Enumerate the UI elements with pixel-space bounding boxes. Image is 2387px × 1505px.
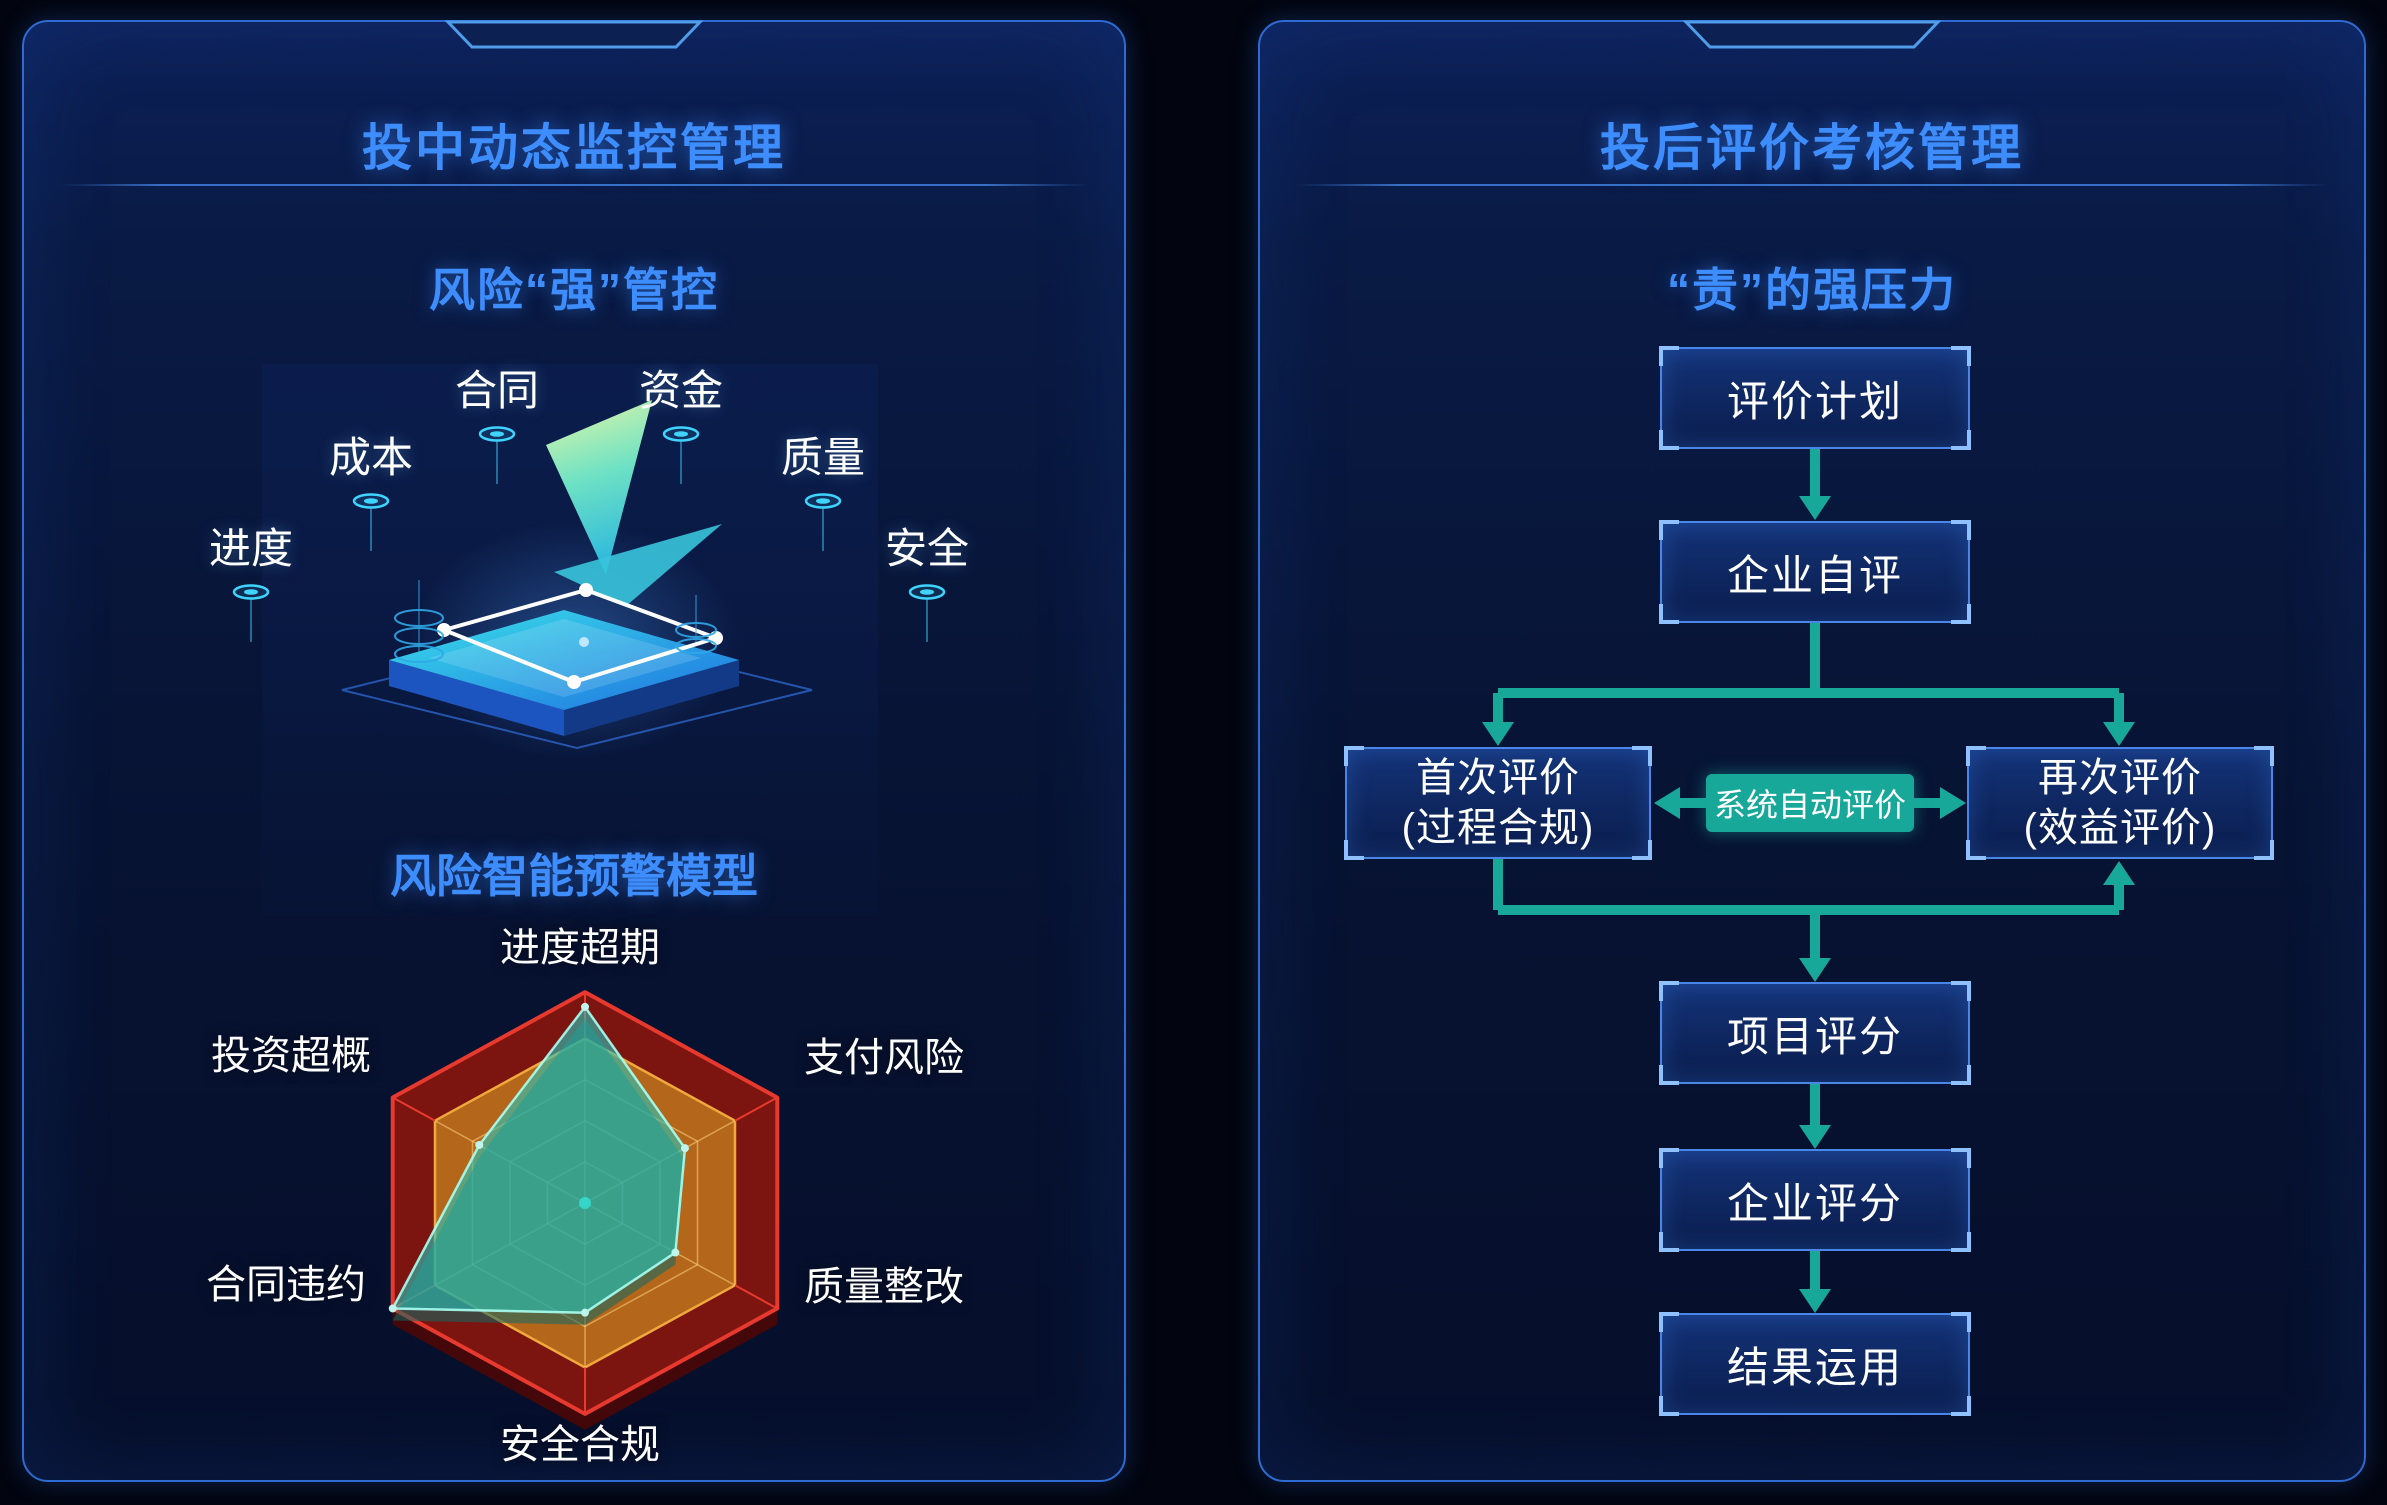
monitor-label: 质量: [780, 434, 865, 481]
monitor-label: 成本: [328, 434, 413, 481]
monitor-item-progress: 进度: [181, 515, 321, 646]
flow-step-evaluation-plan: 评价计划: [1659, 346, 1971, 450]
radar-axis-label: 合同违约: [206, 1263, 366, 1307]
flow-step-label: 企业自评: [1726, 551, 1903, 599]
page-title: 投后评价考核管理: [1600, 120, 2024, 176]
section-subtitle: “责”的强压力: [1667, 264, 1957, 316]
tab-shape-icon: [1682, 20, 1942, 49]
risk-control-illustration: [341, 400, 813, 758]
flow-step-sublabel: (效益评价): [2023, 806, 2217, 850]
flow-step-first-evaluation: 首次评价 (过程合规): [1344, 746, 1652, 860]
node-ring-icon: [478, 426, 516, 484]
right-panel: 投后评价考核管理 “责”的强压力 评价计划 企业自评: [1258, 20, 2366, 1482]
panel-top-tab: [1682, 20, 1942, 55]
radar-axis-label: 进度超期: [500, 926, 660, 970]
risk-radar-chart: [388, 990, 780, 1430]
flow-step-label: 评价计划: [1726, 377, 1903, 425]
monitor-label: 合同: [454, 367, 539, 414]
node-ring-icon: [352, 493, 390, 551]
flow-step-enterprise-score: 企业评分: [1659, 1148, 1971, 1252]
node-ring-icon: [662, 426, 700, 484]
flow-step-result-application: 结果运用: [1659, 1312, 1971, 1416]
auto-evaluation-badge: 系统自动评价: [1706, 774, 1914, 832]
monitor-label: 安全: [884, 525, 969, 572]
page-title: 投中动态监控管理: [362, 120, 786, 176]
radar-chart-area: [325, 953, 845, 1458]
radar-axis-label: 质量整改: [804, 1265, 964, 1309]
flow-step-enterprise-self-evaluation: 企业自评: [1659, 520, 1971, 624]
radar-axis-label: 支付风险: [804, 1036, 964, 1080]
flow-step-project-score: 项目评分: [1659, 981, 1971, 1085]
title-divider: [60, 184, 1088, 186]
monitor-item-cost: 成本: [301, 424, 441, 555]
section-subtitle: 风险“强”管控: [429, 264, 719, 316]
flow-step-label: 结果运用: [1726, 1343, 1903, 1391]
radar-axis-label: 投资超概: [211, 1034, 371, 1078]
panel-top-tab: [444, 20, 704, 55]
monitor-item-safety: 安全: [857, 515, 997, 646]
monitor-label: 进度: [208, 525, 293, 572]
monitor-item-funds: 资金: [611, 357, 751, 488]
flow-step-label: 项目评分: [1726, 1012, 1903, 1060]
flow-arrowheads: [1482, 496, 2135, 1313]
title-divider: [1296, 184, 2328, 186]
tab-shape-icon: [444, 20, 704, 49]
node-ring-icon: [804, 493, 842, 551]
monitor-label: 资金: [638, 367, 723, 414]
flow-step-label: 首次评价: [1416, 756, 1580, 800]
radar-chart-title: 风险智能预警模型: [390, 850, 758, 902]
monitor-item-contract: 合同: [427, 357, 567, 488]
node-ring-icon: [232, 584, 270, 642]
left-panel: 投中动态监控管理 风险“强”管控: [22, 20, 1126, 1482]
flow-step-sublabel: (过程合规): [1401, 806, 1595, 850]
flow-step-label: 企业评分: [1726, 1179, 1903, 1227]
node-ring-icon: [908, 584, 946, 642]
monitor-item-quality: 质量: [753, 424, 893, 555]
flow-step-label: 再次评价: [2038, 756, 2202, 800]
radar-axis-label: 安全合规: [500, 1423, 660, 1467]
flow-step-second-evaluation: 再次评价 (效益评价): [1966, 746, 2274, 860]
